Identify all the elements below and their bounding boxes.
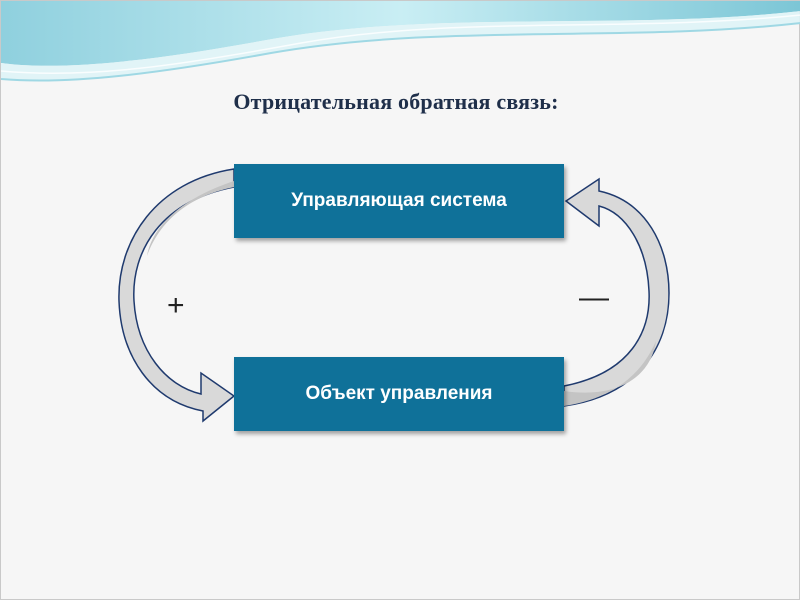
control-system-box: Управляющая система xyxy=(234,164,564,238)
header-wave-decoration xyxy=(1,1,800,82)
minus-sign: — xyxy=(579,281,609,314)
plus-sign: + xyxy=(167,289,185,322)
left-curved-arrow xyxy=(118,168,236,423)
control-object-box: Объект управления xyxy=(234,357,564,431)
right-curved-arrow xyxy=(563,177,670,407)
slide-title: Отрицательная обратная связь: xyxy=(233,89,559,114)
